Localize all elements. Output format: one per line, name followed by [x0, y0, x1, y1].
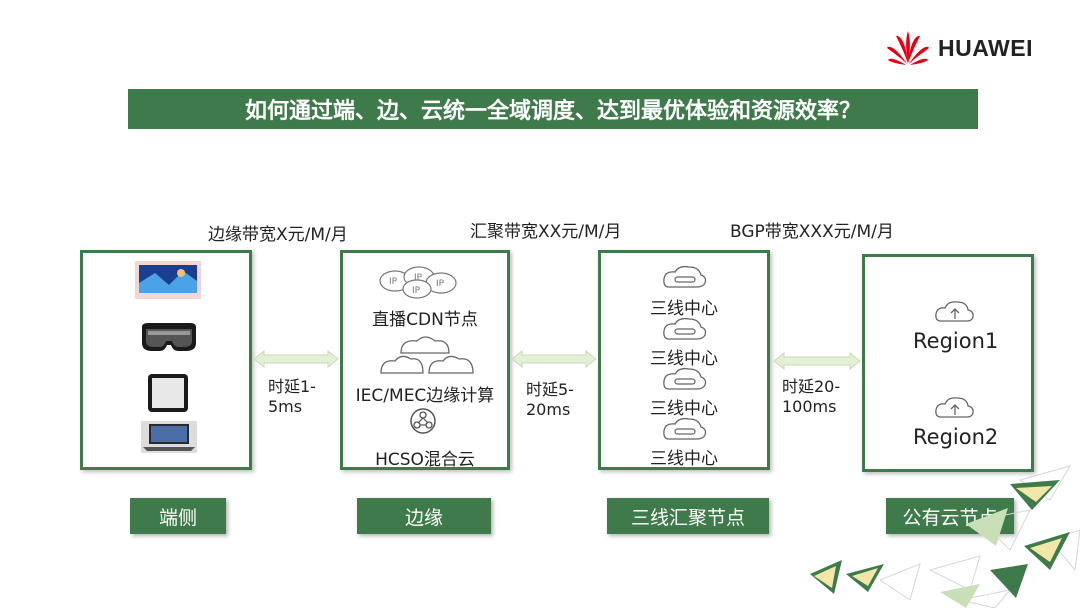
edge-item-hcso: HCSO混合云 — [375, 450, 475, 470]
convergence-item: 三线中心 — [650, 449, 718, 469]
label-edge: 边缘 — [357, 498, 491, 534]
ip-label: IP — [436, 279, 445, 289]
router-icon — [663, 417, 707, 440]
decorative-triangles — [810, 465, 1080, 608]
convergence-item: 三线中心 — [650, 399, 718, 419]
cost-bgp-bandwidth: BGP带宽XXX元/M/月 — [730, 222, 894, 242]
convergence-item: 三线中心 — [650, 299, 718, 319]
laptop-icon — [141, 421, 197, 453]
label-convergence-node: 三线汇聚节点 — [607, 498, 769, 534]
double-arrow-icon — [774, 351, 860, 371]
convergence-item: 三线中心 — [650, 349, 718, 369]
cloud-cluster-icon — [380, 336, 474, 374]
ip-label: IP — [389, 277, 398, 287]
latency-line: 时延5- — [526, 380, 574, 399]
double-arrow-icon — [512, 349, 596, 369]
region-2-label: Region2 — [913, 425, 999, 449]
latency-device-edge: 时延1- 5ms — [268, 377, 316, 417]
cloud-upload-icon — [935, 397, 974, 418]
public-cloud-box: Region1 Region2 — [862, 254, 1034, 472]
latency-convergence-cloud: 时延20- 100ms — [782, 377, 840, 417]
tablet-icon — [148, 374, 188, 412]
latency-line: 100ms — [782, 397, 837, 416]
label-device-side: 端侧 — [130, 498, 226, 534]
cost-edge-bandwidth: 边缘带宽X元/M/月 — [208, 225, 348, 245]
edge-item-cdn: 直播CDN节点 — [372, 310, 478, 330]
vr-headset-icon — [142, 323, 196, 351]
double-arrow-icon — [254, 349, 338, 369]
ip-cloud-icon: IP IP IP IP — [379, 266, 457, 299]
device-side-box — [80, 250, 252, 470]
page-title: 如何通过端、边、云统一全域调度、达到最优体验和资源效率？ — [128, 89, 978, 129]
latency-line: 20ms — [526, 400, 571, 419]
router-icon — [663, 317, 707, 340]
ip-label: IP — [414, 273, 423, 283]
video-wall-icon — [135, 261, 201, 299]
router-icon — [663, 265, 707, 288]
cost-convergence-bandwidth: 汇聚带宽XX元/M/月 — [470, 222, 622, 242]
latency-line: 时延1- — [268, 377, 316, 396]
hybrid-cloud-icon — [410, 408, 436, 434]
region-1-label: Region1 — [913, 329, 999, 353]
latency-edge-convergence: 时延5- 20ms — [526, 380, 574, 420]
latency-line: 时延20- — [782, 377, 841, 396]
convergence-box: 三线中心 三线中心 三线中心 三线中心 — [598, 250, 770, 470]
latency-line: 5ms — [268, 397, 303, 416]
huawei-flower-icon — [887, 31, 929, 65]
edge-box: IP IP IP IP 直播CDN节点 IEC/MEC边缘计算 HCSO混合云 — [340, 250, 510, 470]
brand-name: HUAWEI — [938, 34, 1033, 61]
huawei-logo: HUAWEI — [886, 30, 1033, 66]
router-icon — [663, 367, 707, 390]
cloud-upload-icon — [935, 301, 974, 322]
edge-item-iec-mec: IEC/MEC边缘计算 — [355, 386, 495, 406]
ip-label: IP — [412, 286, 421, 296]
